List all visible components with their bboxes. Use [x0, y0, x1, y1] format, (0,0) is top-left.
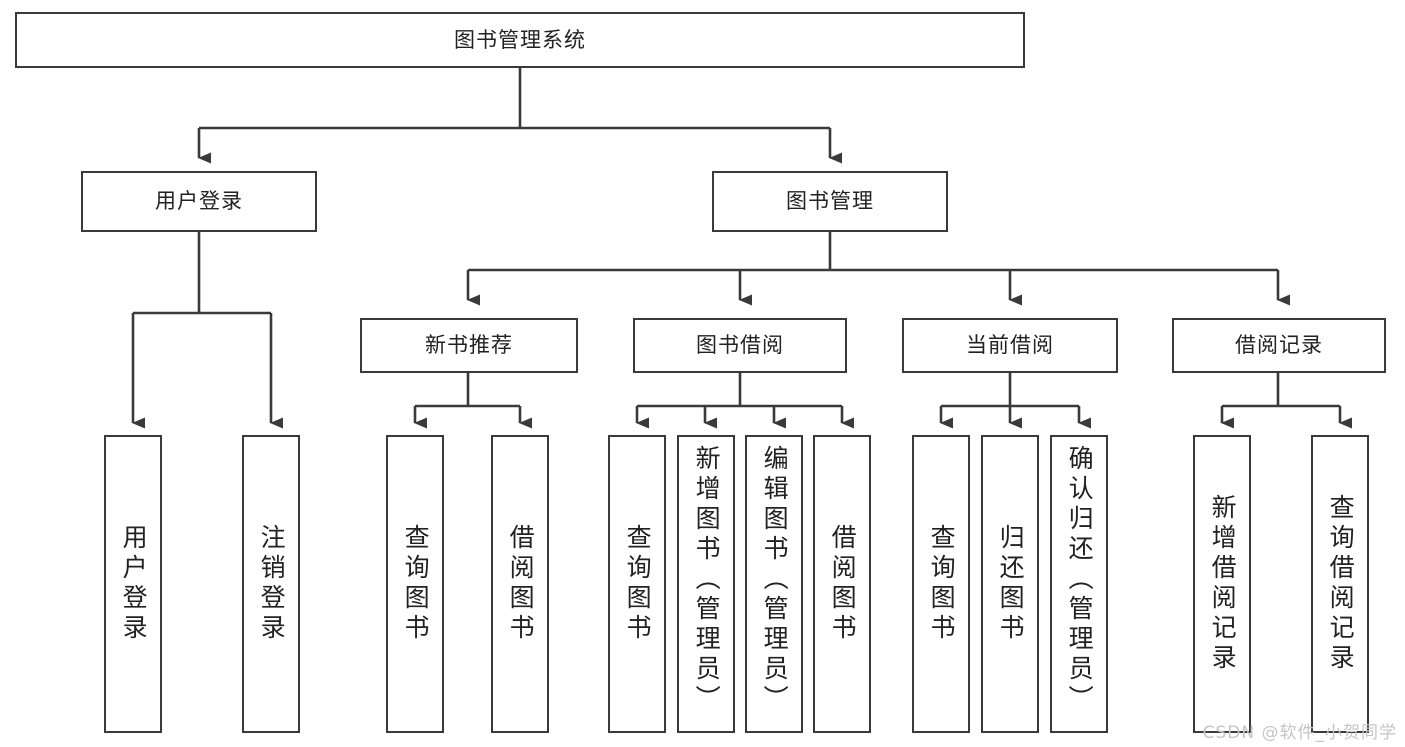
- node-label: 归还图书: [996, 524, 1026, 644]
- leaf-add-record[interactable]: 新增借阅记录: [1193, 435, 1251, 733]
- leaf-borrow-book-1[interactable]: 借阅图书: [491, 435, 549, 733]
- node-label: 新增借阅记录: [1208, 494, 1238, 674]
- leaf-confirm-return[interactable]: 确认归还（管理员）: [1050, 435, 1108, 733]
- node-label: 图书借阅: [696, 333, 784, 358]
- node-label: 借阅图书: [828, 524, 858, 644]
- node-book-borrow[interactable]: 图书借阅: [633, 318, 847, 373]
- node-label: 借阅图书: [506, 524, 536, 644]
- node-label: 查询借阅记录: [1326, 494, 1356, 674]
- node-book-manage[interactable]: 图书管理: [712, 171, 948, 232]
- node-new-book-recommend[interactable]: 新书推荐: [360, 318, 578, 373]
- leaf-return-book[interactable]: 归还图书: [981, 435, 1039, 733]
- node-borrow-record[interactable]: 借阅记录: [1172, 318, 1386, 373]
- leaf-edit-book[interactable]: 编辑图书（管理员）: [745, 435, 803, 733]
- leaf-query-book-3[interactable]: 查询图书: [912, 435, 970, 733]
- node-label: 借阅记录: [1235, 333, 1323, 358]
- node-label: 新增图书（管理员）: [692, 445, 722, 715]
- node-user-login[interactable]: 用户登录: [81, 171, 317, 232]
- leaf-borrow-book-2[interactable]: 借阅图书: [813, 435, 871, 733]
- leaf-query-book-1[interactable]: 查询图书: [386, 435, 444, 733]
- node-label: 查询图书: [401, 524, 431, 644]
- node-current-borrow[interactable]: 当前借阅: [902, 318, 1118, 373]
- node-label: 确认归还（管理员）: [1065, 445, 1095, 715]
- node-label: 图书管理系统: [454, 27, 586, 52]
- node-label: 用户登录: [155, 189, 243, 214]
- leaf-user-login[interactable]: 用户登录: [104, 435, 162, 733]
- node-label: 查询图书: [623, 524, 653, 644]
- node-label: 注销登录: [257, 524, 287, 644]
- node-label: 新书推荐: [425, 333, 513, 358]
- node-label: 查询图书: [927, 524, 957, 644]
- leaf-query-record[interactable]: 查询借阅记录: [1311, 435, 1369, 733]
- node-label: 图书管理: [786, 189, 874, 214]
- node-label: 编辑图书（管理员）: [760, 445, 790, 715]
- node-label: 用户登录: [119, 524, 149, 644]
- leaf-add-book[interactable]: 新增图书（管理员）: [677, 435, 735, 733]
- leaf-logout[interactable]: 注销登录: [242, 435, 300, 733]
- leaf-query-book-2[interactable]: 查询图书: [608, 435, 666, 733]
- node-root-book-management-system[interactable]: 图书管理系统: [15, 12, 1025, 68]
- node-label: 当前借阅: [966, 333, 1054, 358]
